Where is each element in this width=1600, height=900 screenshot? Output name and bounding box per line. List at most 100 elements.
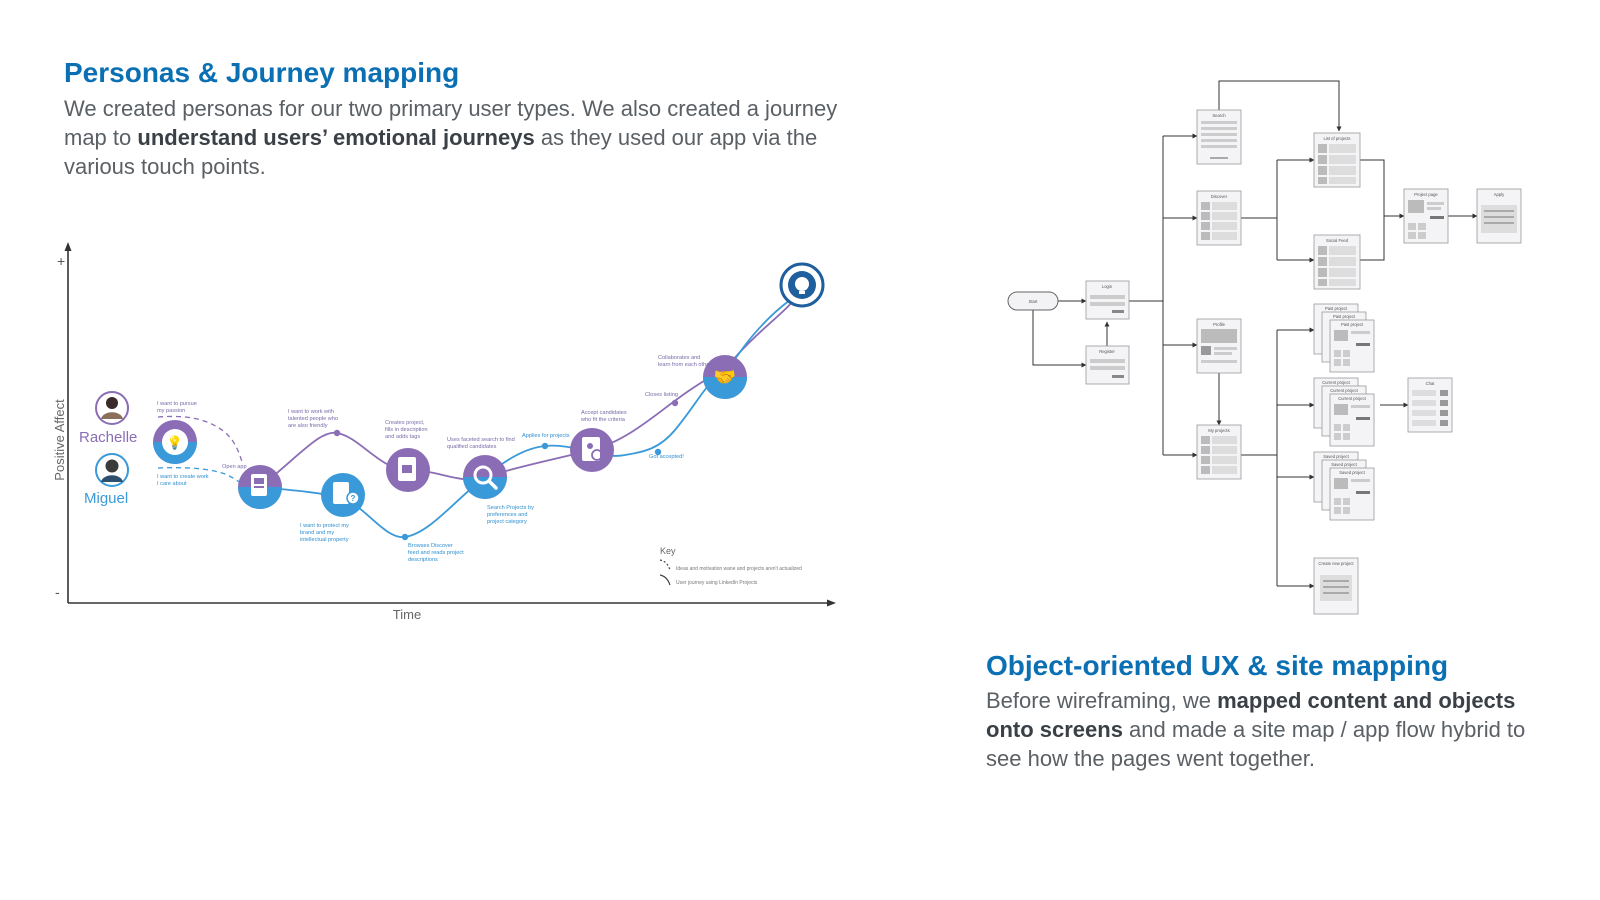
svg-text:Project page: Project page	[1414, 192, 1438, 197]
lightbulb-icon: 💡	[167, 435, 183, 451]
my-projects-screen: My projects	[1196, 424, 1242, 480]
label-got-accepted: Got accepted!	[649, 454, 684, 460]
key-dashed-label: Ideas and motivation wane and projects a…	[676, 566, 802, 572]
desc-text: as they used our app via the various tou…	[64, 125, 818, 179]
idea-node: 💡	[153, 420, 197, 464]
desc-highlight: understand users’ emotional journeys	[137, 125, 535, 150]
node-inner	[162, 429, 188, 455]
svg-text:Saved project: Saved project	[1339, 470, 1365, 475]
svg-text:?: ?	[351, 494, 356, 503]
avatar-head	[105, 459, 119, 473]
accept-node	[570, 428, 614, 472]
svg-text:Create new project: Create new project	[1318, 561, 1354, 566]
start-node: Start	[1007, 291, 1059, 311]
journey-map: + - Positive Affect Time Rachelle Miguel…	[52, 242, 836, 622]
svg-text:Saved project: Saved project	[1323, 454, 1349, 459]
key-dashed-swatch	[659, 559, 671, 571]
login-screen: Login	[1085, 280, 1130, 320]
key-title: Key	[660, 546, 676, 556]
svg-text:Current project: Current project	[1322, 380, 1351, 385]
svg-text:Past project: Past project	[1325, 306, 1348, 311]
svg-text:Saved project: Saved project	[1331, 462, 1357, 467]
svg-text:Chat: Chat	[1426, 381, 1436, 386]
avatar-body	[101, 475, 123, 482]
label-applies: Applies for projects	[522, 433, 570, 439]
desc-highlight: mapped content and objects onto screens	[986, 688, 1516, 742]
persona-name-rachelle: Rachelle	[79, 429, 137, 446]
persona-miguel: Miguel	[84, 453, 129, 507]
journey-dot	[541, 442, 549, 450]
axes	[64, 242, 836, 607]
svg-text:Past project: Past project	[1341, 322, 1364, 327]
journey-dot	[654, 448, 662, 456]
current-project-screens: Current project Current project Current …	[1313, 377, 1375, 447]
desc-text: We created personas for our two primary …	[64, 96, 838, 150]
journey-section-title: Personas & Journey mapping	[64, 57, 460, 88]
svg-text:Search: Search	[1212, 113, 1226, 118]
svg-text:Current project: Current project	[1338, 396, 1367, 401]
svg-text:Profile: Profile	[1213, 322, 1226, 327]
sitemap-section-title: Object-oriented UX & site mapping	[986, 650, 1449, 681]
x-axis-label: Time	[393, 607, 421, 622]
create-project-node	[386, 448, 430, 492]
register-screen: Register	[1085, 345, 1130, 385]
profile-screen: Profile	[1196, 318, 1242, 374]
svg-text:Start: Start	[1029, 299, 1039, 304]
search-icon	[473, 465, 493, 485]
past-project-screens: Past project Past project Past project	[1313, 303, 1375, 373]
journey-dot	[333, 429, 341, 437]
collaborate-node: 🤝	[703, 355, 747, 399]
protect-node: ?	[321, 473, 365, 517]
svg-text:Social Feed: Social Feed	[1326, 238, 1349, 243]
axis-plus: +	[57, 253, 65, 269]
svg-text:Login: Login	[1102, 284, 1113, 289]
svg-text:Apply: Apply	[1494, 192, 1505, 197]
persona-name-miguel: Miguel	[84, 490, 128, 507]
y-axis-arrow	[64, 242, 72, 251]
create-project-screen: Create new project	[1313, 557, 1359, 615]
y-axis-label: Positive Affect	[52, 399, 67, 481]
journey-dot	[671, 399, 679, 407]
journey-dot	[401, 533, 409, 541]
svg-text:Current project: Current project	[1330, 388, 1359, 393]
desc-text: Before wireframing, we	[986, 688, 1218, 713]
svg-text:My projects: My projects	[1208, 428, 1229, 433]
journey-key: Key Ideas and motivation wane and projec…	[659, 546, 802, 586]
open-app-node	[238, 465, 282, 509]
avatar-body	[101, 412, 123, 419]
key-solid-swatch	[659, 574, 671, 586]
search-node	[463, 455, 507, 499]
search-screen: Search	[1196, 109, 1242, 165]
svg-text:Discover: Discover	[1211, 194, 1228, 199]
key-solid-label: User journey using LinkedIn Projects	[676, 580, 758, 586]
apply-screen: Apply	[1476, 188, 1522, 244]
candidate-search-icon	[582, 437, 600, 461]
sitemap-connectors	[1032, 80, 1478, 589]
project-page-screen: Project page	[1403, 188, 1449, 244]
axis-minus: -	[55, 584, 60, 600]
sitemap-section-description: Before wireframing, we mapped content an…	[986, 686, 1556, 773]
social-feed-screen: Social Feed	[1313, 234, 1361, 290]
svg-text:Past project: Past project	[1333, 314, 1356, 319]
label-open-app: Open app	[222, 464, 247, 470]
x-axis-arrow	[827, 599, 836, 607]
handshake-icon: 🤝	[714, 367, 736, 388]
desc-text: and made a site map / app flow hybrid to…	[986, 717, 1526, 771]
journey-section-description: We created personas for our two primary …	[64, 94, 864, 181]
site-map: Start Login Register Search Discover	[1007, 80, 1522, 615]
goal-node	[779, 262, 825, 308]
label-closes: Closes listing	[645, 392, 678, 398]
saved-project-screens: Saved project Saved project Saved projec…	[1313, 451, 1375, 521]
rachelle-dashed-path	[157, 415, 243, 463]
document-question-icon	[333, 482, 349, 504]
persona-rachelle: Rachelle	[79, 391, 137, 446]
